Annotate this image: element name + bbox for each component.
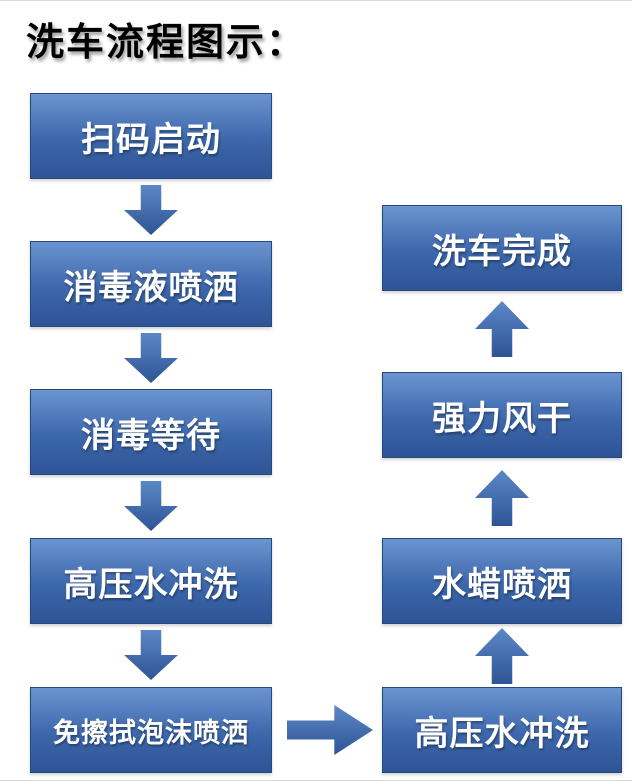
arrow-up-3-icon <box>475 628 529 684</box>
step-no-wipe-foam-spray: 免擦拭泡沫喷洒 <box>30 687 272 773</box>
step-water-wax-spray: 水蜡喷洒 <box>382 538 622 624</box>
step-strong-air-dry: 强力风干 <box>382 372 622 458</box>
step-disinfect-wait: 消毒等待 <box>30 389 272 475</box>
arrow-up-2-icon <box>475 470 529 526</box>
arrow-right-icon <box>287 705 373 755</box>
step-scan-start: 扫码启动 <box>30 93 272 179</box>
page-title: 洗车流程图示： <box>26 19 307 64</box>
arrow-down-3-icon <box>124 481 178 531</box>
arrow-down-2-icon <box>124 333 178 383</box>
step-disinfectant-spray: 消毒液喷洒 <box>30 241 272 327</box>
arrow-down-1-icon <box>124 185 178 235</box>
arrow-up-1-icon <box>475 301 529 357</box>
arrow-down-4-icon <box>124 630 178 680</box>
step-high-pressure-rinse-second: 高压水冲洗 <box>382 687 622 773</box>
step-wash-complete: 洗车完成 <box>382 205 622 291</box>
step-high-pressure-rinse-first: 高压水冲洗 <box>30 538 272 624</box>
